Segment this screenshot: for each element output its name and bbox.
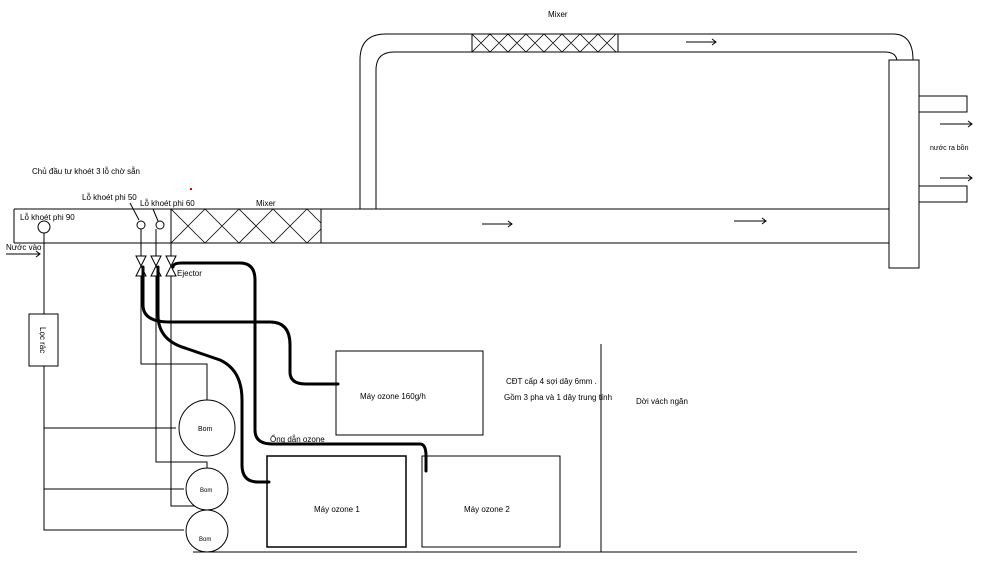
filter-label: Lọc rác	[38, 327, 47, 353]
hole-60-circle	[155, 220, 165, 230]
outlet-label: nước ra bồn	[930, 143, 969, 152]
hole-90-label: Lỗ khoét phi 90	[20, 213, 75, 222]
pump-large-label: Bom	[198, 426, 213, 433]
hole-50-leader	[129, 202, 140, 221]
upper-loop-pipe	[359, 33, 914, 209]
pump-large	[178, 399, 236, 457]
mixer-top-label: Mixer	[548, 10, 568, 19]
partition-label: Dời vách ngăn	[636, 397, 688, 406]
investor-note: Chủ đầu tư khoét 3 lỗ chờ sẵn	[32, 167, 140, 176]
cdt-note-line2: Gồm 3 pha và 1 dây trung tính	[504, 393, 612, 402]
ozone-160-box	[335, 350, 484, 436]
upper-loop-pipe-inner	[375, 51, 898, 209]
ejector-stems	[140, 229, 172, 256]
red-dot-marker	[190, 188, 192, 190]
hole-50-circle	[136, 220, 146, 230]
ozone-1-label: Máy ozone 1	[314, 505, 360, 514]
cdt-note-line1: CĐT cấp 4 sợi dây 6mm .	[506, 377, 597, 386]
pump-small-2	[185, 509, 229, 553]
hole-90-circle	[37, 220, 51, 234]
main-pipe	[13, 208, 890, 244]
filter-box	[28, 313, 59, 367]
ozone-160-label: Máy ozone 160g/h	[360, 392, 426, 401]
outlet-stub-lower	[919, 185, 968, 203]
flow-arrows	[6, 38, 973, 258]
ozone-2-label: Máy ozone 2	[464, 505, 510, 514]
mixer-main-label: Mixer	[256, 199, 276, 208]
hole-60-label: Lỗ khoét phi 60	[140, 199, 195, 208]
pump-small-2-label: Bom	[199, 537, 211, 543]
ozone-2-box	[421, 455, 561, 548]
mixer-top	[471, 33, 619, 53]
outlet-header	[888, 59, 920, 269]
hole-50-label: Lỗ khoét phi 50	[82, 193, 137, 202]
outlet-stub-upper	[919, 95, 968, 113]
ejector-label: Ejector	[177, 269, 202, 278]
mixer-main	[170, 208, 322, 244]
ozone-1-box	[266, 455, 407, 548]
ozone-hoses	[141, 261, 428, 484]
pump-small-1-label: Bom	[200, 488, 212, 494]
hole-60-leader	[152, 208, 159, 222]
ozone-hose-label: Ống dẫn ozone	[270, 434, 325, 444]
inlet-label: Nước vào	[6, 243, 42, 252]
